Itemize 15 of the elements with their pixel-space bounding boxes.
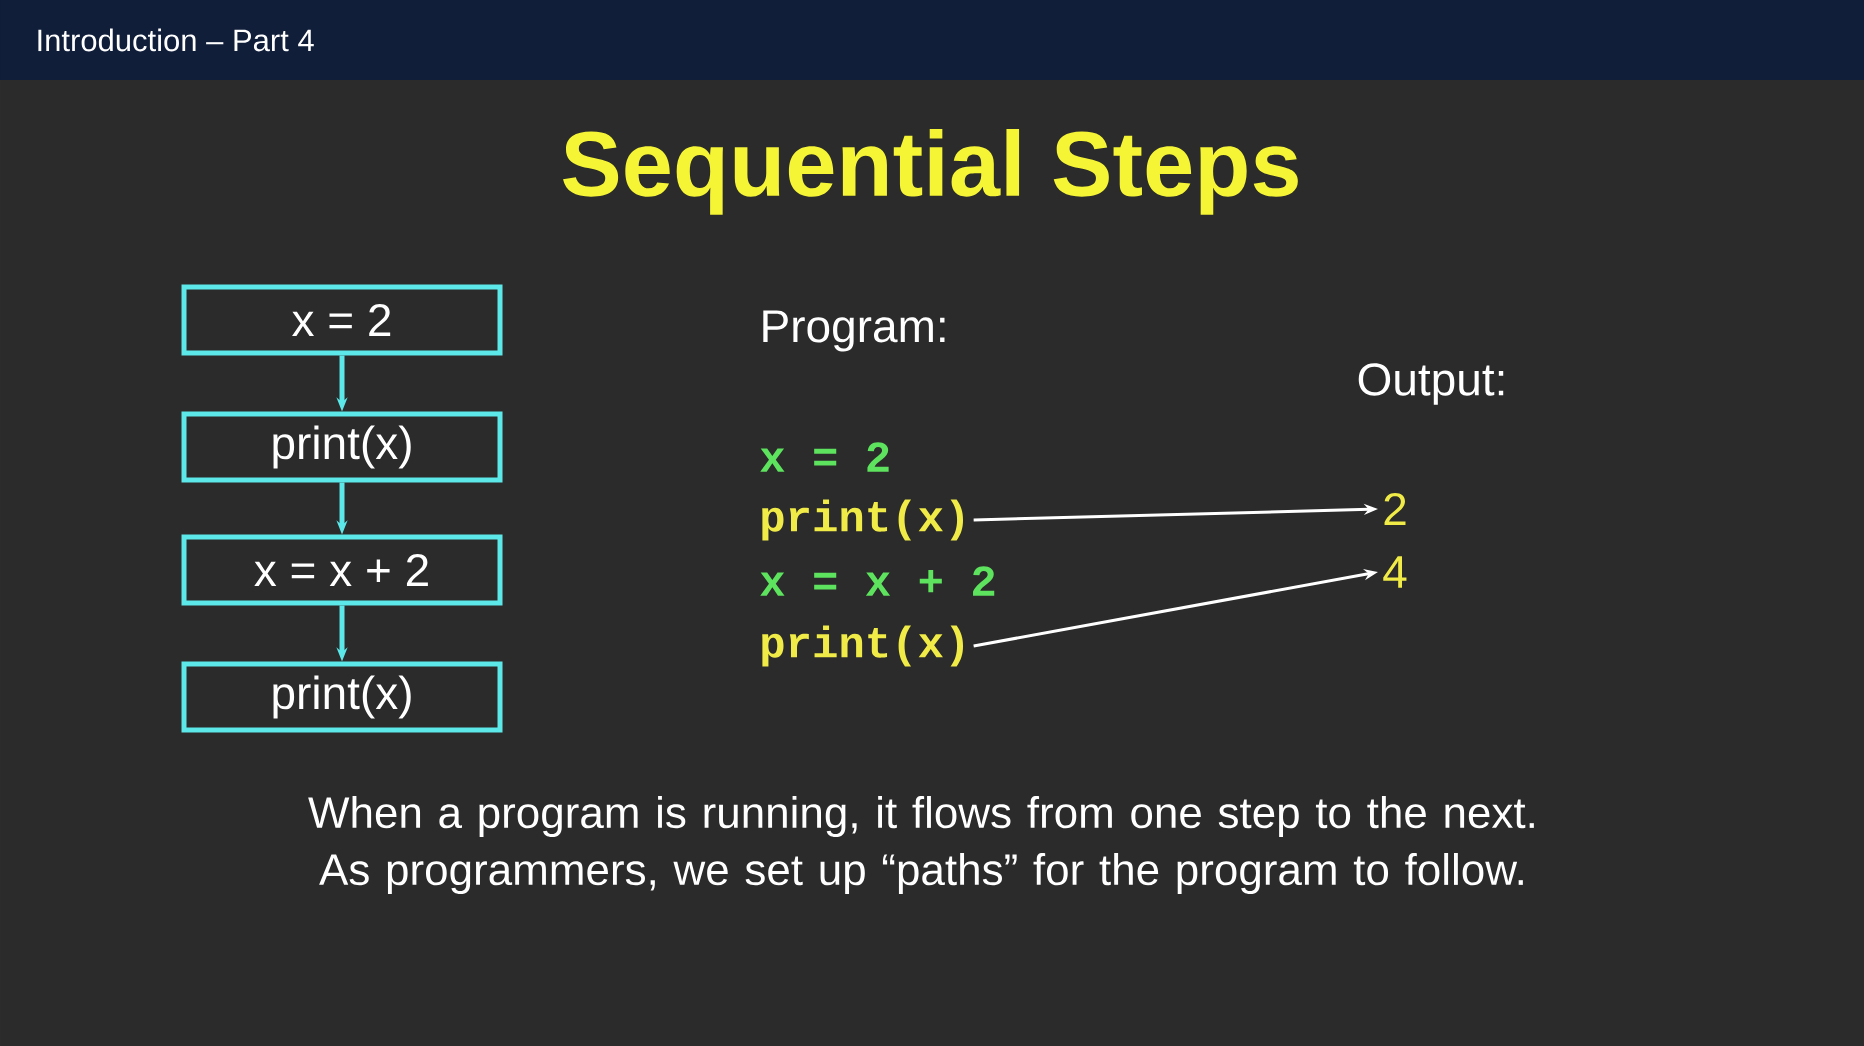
process-box: x = 2 <box>181 284 503 356</box>
output-value: 4 <box>1383 556 1407 588</box>
process-box: print(x) <box>181 411 503 483</box>
code-line: print(x) <box>762 625 963 667</box>
output-value: 2 <box>1384 492 1406 526</box>
section-heading: Output: <box>1358 363 1504 405</box>
section-heading: Program: <box>763 310 945 352</box>
process-box: print(x) <box>181 661 503 733</box>
code-line: x = 2 <box>760 442 889 472</box>
process-box: x = x + 2 <box>181 534 503 606</box>
slide-title: Sequential Steps <box>563 129 1298 215</box>
caption-text: When a program is running, it flows from one step to the next. As programmers, we set up “paths” for the program to follow. <box>308 796 1534 894</box>
code-line: x = x + 2 <box>760 566 995 596</box>
code-line: print(x) <box>762 499 963 541</box>
header-title: Introduction – Part 4 <box>38 28 314 52</box>
